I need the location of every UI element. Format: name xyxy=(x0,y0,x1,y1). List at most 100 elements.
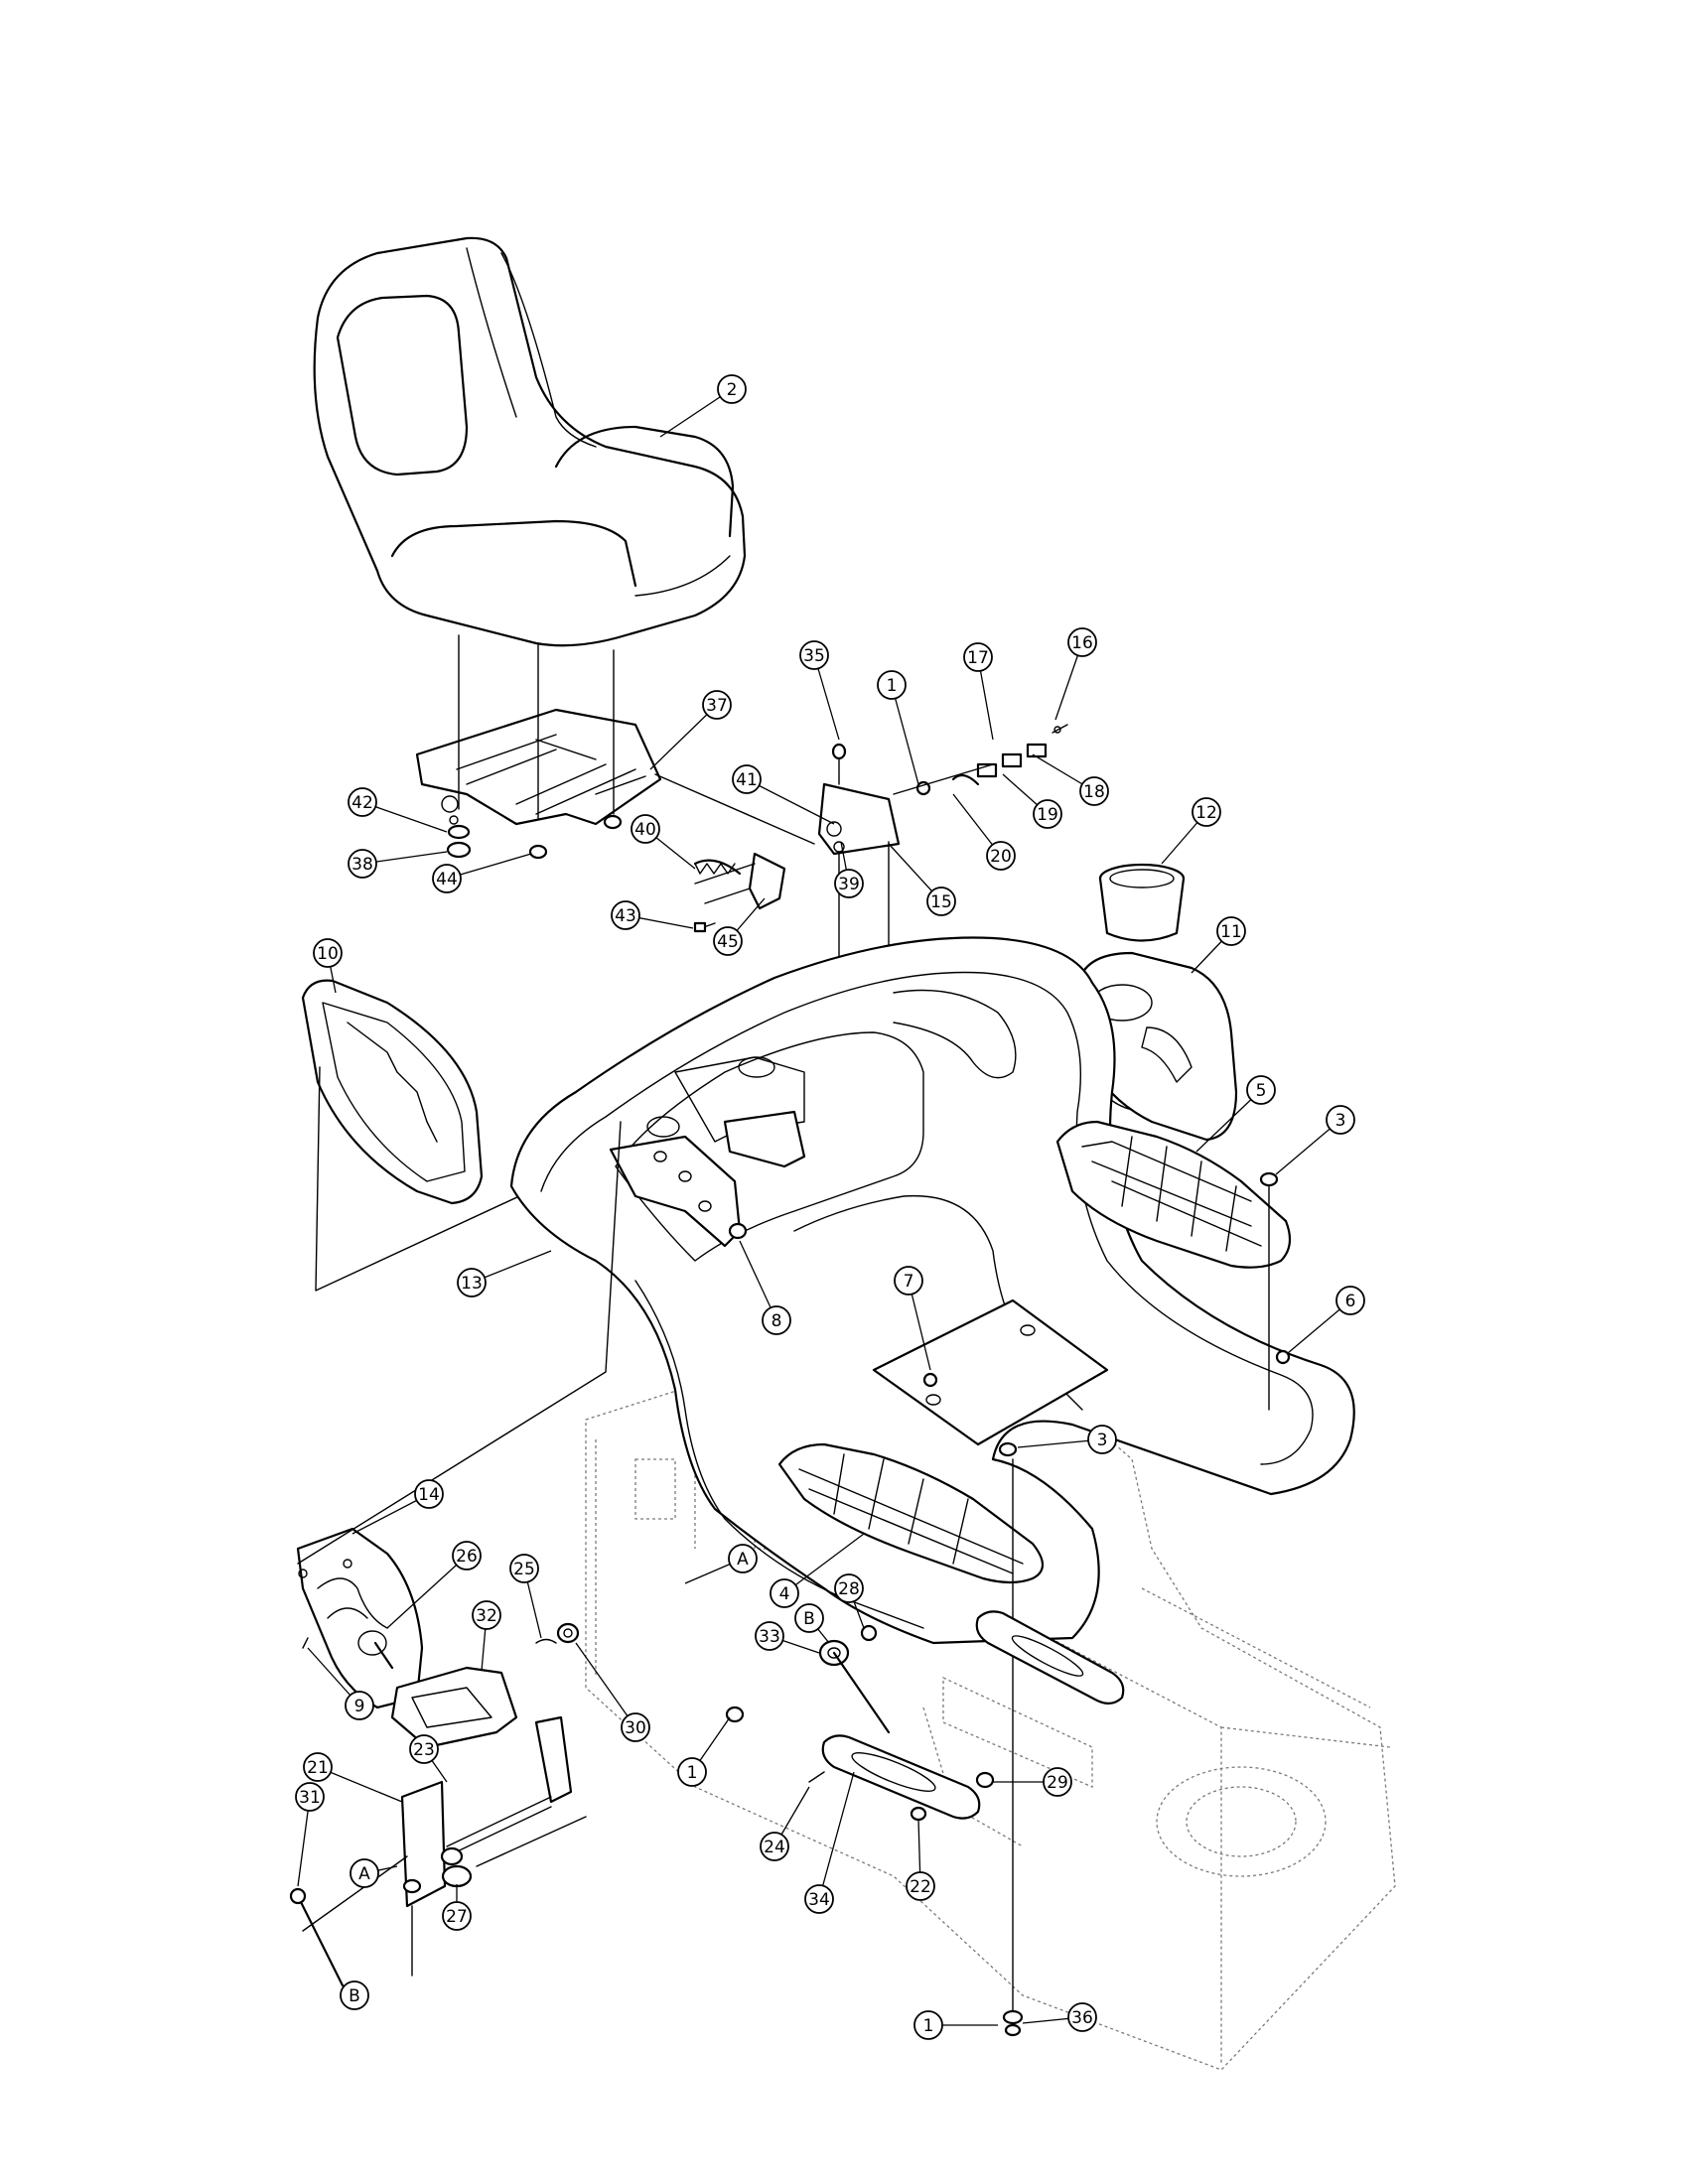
access-panel xyxy=(872,1298,1109,1446)
callout-label: 37 xyxy=(706,696,728,716)
callout-label: 5 xyxy=(1256,1081,1267,1101)
callout-20: 20 xyxy=(952,793,1016,871)
callout-circle xyxy=(509,1554,539,1583)
callout-label: 14 xyxy=(418,1485,440,1505)
upper-link xyxy=(975,1610,1125,1705)
callout-label: 45 xyxy=(717,932,739,952)
callout-15: 15 xyxy=(888,843,956,916)
callout-circle xyxy=(799,640,829,670)
callout-circle xyxy=(834,1573,864,1603)
callout-circle xyxy=(755,1621,784,1651)
callout-label: 30 xyxy=(625,1718,646,1738)
callout-circle xyxy=(1087,1425,1117,1454)
callout-37: 37 xyxy=(649,690,732,770)
callout-label: 41 xyxy=(736,770,758,790)
callout-label: 4 xyxy=(779,1584,790,1604)
callout-label: 22 xyxy=(910,1877,931,1897)
callout-label: 2 xyxy=(727,380,738,400)
callout-circle xyxy=(409,1734,439,1764)
callout-33: 33 xyxy=(755,1621,820,1654)
callout-circle xyxy=(303,1752,333,1782)
callout-circle xyxy=(621,1712,650,1742)
callout-21: 21 xyxy=(303,1752,403,1803)
callout-1: 1 xyxy=(913,2010,998,2040)
callout-14: 14 xyxy=(351,1479,444,1535)
callout-circle xyxy=(631,814,660,844)
callout-circle xyxy=(348,787,377,817)
callout-1: 1 xyxy=(677,1716,731,1787)
shift-lever-bracket xyxy=(400,1715,573,1908)
callout-label: 36 xyxy=(1071,2008,1093,2028)
lift-link xyxy=(808,1734,995,1822)
callout-circle xyxy=(1335,1286,1365,1315)
callout-leader xyxy=(317,1766,403,1803)
callout-label: A xyxy=(358,1864,370,1884)
callout-circle xyxy=(1067,627,1097,657)
callout-11: 11 xyxy=(1191,916,1246,974)
callout-43: 43 xyxy=(611,900,694,930)
callout-label: 40 xyxy=(634,820,656,840)
seat-hardware xyxy=(446,814,623,860)
callout-label: 33 xyxy=(759,1627,780,1647)
callout-23: 23 xyxy=(409,1734,448,1783)
callout-label: 24 xyxy=(764,1838,785,1857)
callout-leader xyxy=(746,778,835,825)
callout-13: 13 xyxy=(457,1250,552,1297)
callout-label: 31 xyxy=(299,1788,321,1808)
callout-circle xyxy=(1079,776,1109,806)
callout-label: 16 xyxy=(1071,633,1093,653)
seat xyxy=(313,236,747,647)
callout-circle xyxy=(611,900,640,930)
callout-label: 1 xyxy=(887,676,898,696)
callout-label: 29 xyxy=(1047,1773,1068,1793)
callout-3: 3 xyxy=(1275,1105,1355,1175)
callout-6: 6 xyxy=(1287,1286,1365,1354)
callout-circle xyxy=(1043,1767,1072,1797)
callout-circle xyxy=(713,926,743,956)
callout-label: 18 xyxy=(1083,782,1105,802)
callout-leader xyxy=(361,801,448,833)
shift-plate xyxy=(296,1527,424,1709)
callout-circle xyxy=(1326,1105,1355,1135)
callout-leader xyxy=(818,1771,855,1900)
callout-label: 44 xyxy=(436,870,458,889)
callout-B: B xyxy=(340,1980,369,2010)
callout-10: 10 xyxy=(313,938,343,994)
callout-leader xyxy=(1195,1089,1262,1153)
callout-label: 10 xyxy=(317,944,339,964)
callout-12: 12 xyxy=(1161,797,1221,865)
callout-circle xyxy=(1192,797,1221,827)
callout-label: B xyxy=(803,1609,815,1629)
callout-circle xyxy=(1246,1075,1276,1105)
callout-circle xyxy=(728,1544,758,1573)
callout-1: 1 xyxy=(877,670,919,785)
callout-circle xyxy=(963,642,993,672)
callout-A: A xyxy=(684,1544,758,1584)
callout-leader xyxy=(386,1555,468,1629)
fender-bracket-plate xyxy=(609,1135,748,1248)
callout-label: 21 xyxy=(307,1758,329,1778)
callout-circle xyxy=(877,670,907,700)
callout-leader xyxy=(783,1533,865,1594)
callout-circle xyxy=(442,1901,472,1931)
console-cover-left xyxy=(301,979,484,1205)
callout-label: 8 xyxy=(772,1311,782,1331)
callout-label: 1 xyxy=(923,2016,934,2036)
callout-circle xyxy=(906,1871,935,1901)
callout-7: 7 xyxy=(894,1266,931,1371)
callout-41: 41 xyxy=(732,764,835,825)
callout-25: 25 xyxy=(509,1554,542,1639)
callout-circle xyxy=(762,1305,791,1335)
callout-4: 4 xyxy=(770,1533,865,1608)
callout-19: 19 xyxy=(1002,773,1062,829)
callout-circle xyxy=(926,887,956,916)
console-cover-right xyxy=(1075,951,1238,1142)
callout-circle xyxy=(340,1980,369,2010)
callout-label: 19 xyxy=(1037,805,1058,825)
foot-pad-left xyxy=(777,1442,1045,1584)
callout-9: 9 xyxy=(307,1647,374,1720)
callout-label: 3 xyxy=(1335,1111,1346,1131)
callout-label: 15 xyxy=(930,892,952,912)
callout-leader xyxy=(649,704,718,770)
callout-label: 38 xyxy=(351,855,373,875)
